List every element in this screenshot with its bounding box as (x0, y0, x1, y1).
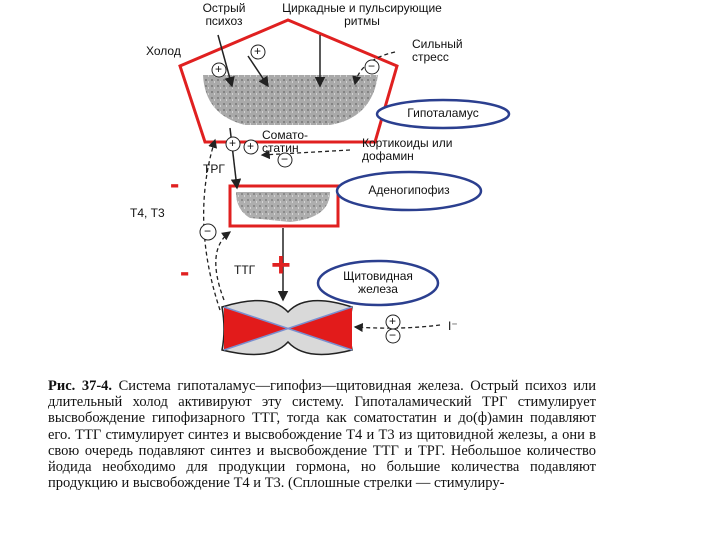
plus-sign: + (229, 136, 237, 150)
minus-sign: − (281, 152, 289, 166)
plus-sign: + (389, 314, 397, 328)
thyroid-red-bowtie (224, 307, 288, 350)
big-plus: + (271, 246, 291, 284)
stress-label: Сильный стресс (412, 37, 463, 64)
big-minus-1: - (170, 168, 180, 199)
somatostatin-label: Сомато-статин (262, 128, 309, 155)
figure-ref: Рис. 37-4. (48, 378, 113, 394)
pituitary-box (228, 184, 340, 228)
corticoids-label: Кортикоиды или дофамин (362, 136, 453, 163)
plus-sign: + (254, 44, 262, 58)
pituitary-tissue (236, 192, 330, 222)
trg-label: ТРГ (203, 162, 225, 176)
hypothalamus-oval (375, 98, 511, 130)
thyroid-red-bowtie-right (288, 307, 352, 350)
hypothalamus-tissue (203, 75, 378, 125)
minus-sign: − (368, 59, 376, 73)
thyroid-oval (316, 259, 440, 307)
t4t3-label: Т4, Т3 (130, 206, 165, 220)
plus-sign: + (215, 62, 223, 76)
acute-psychosis-label: Острый психоз (202, 1, 246, 28)
big-minus-2: - (180, 256, 190, 287)
adenohypophysis-label: Аденогипофиз (368, 183, 450, 197)
plus-sign: + (247, 139, 255, 153)
hypothalamus-pentagon (178, 18, 399, 144)
hypothalamus-label: Гипоталамус (407, 106, 479, 120)
ttg-label: ТТГ (234, 263, 256, 277)
circadian-rhythms-label: Циркадные и пульсирующие ритмы (282, 1, 442, 28)
iodine-label: I⁻ (448, 319, 458, 333)
minus-sign: − (204, 224, 212, 238)
thyroid-label: Щитовидная железа (343, 269, 413, 296)
adenohypophysis-oval (335, 170, 483, 212)
minus-sign: − (389, 328, 397, 342)
figure-caption: Рис. 37-4. Система гипоталамус—гипофиз—щ… (48, 378, 596, 491)
cold-label: Холод (146, 44, 181, 58)
caption-text: Система гипоталамус—гипофиз—щитовидная ж… (48, 378, 597, 492)
